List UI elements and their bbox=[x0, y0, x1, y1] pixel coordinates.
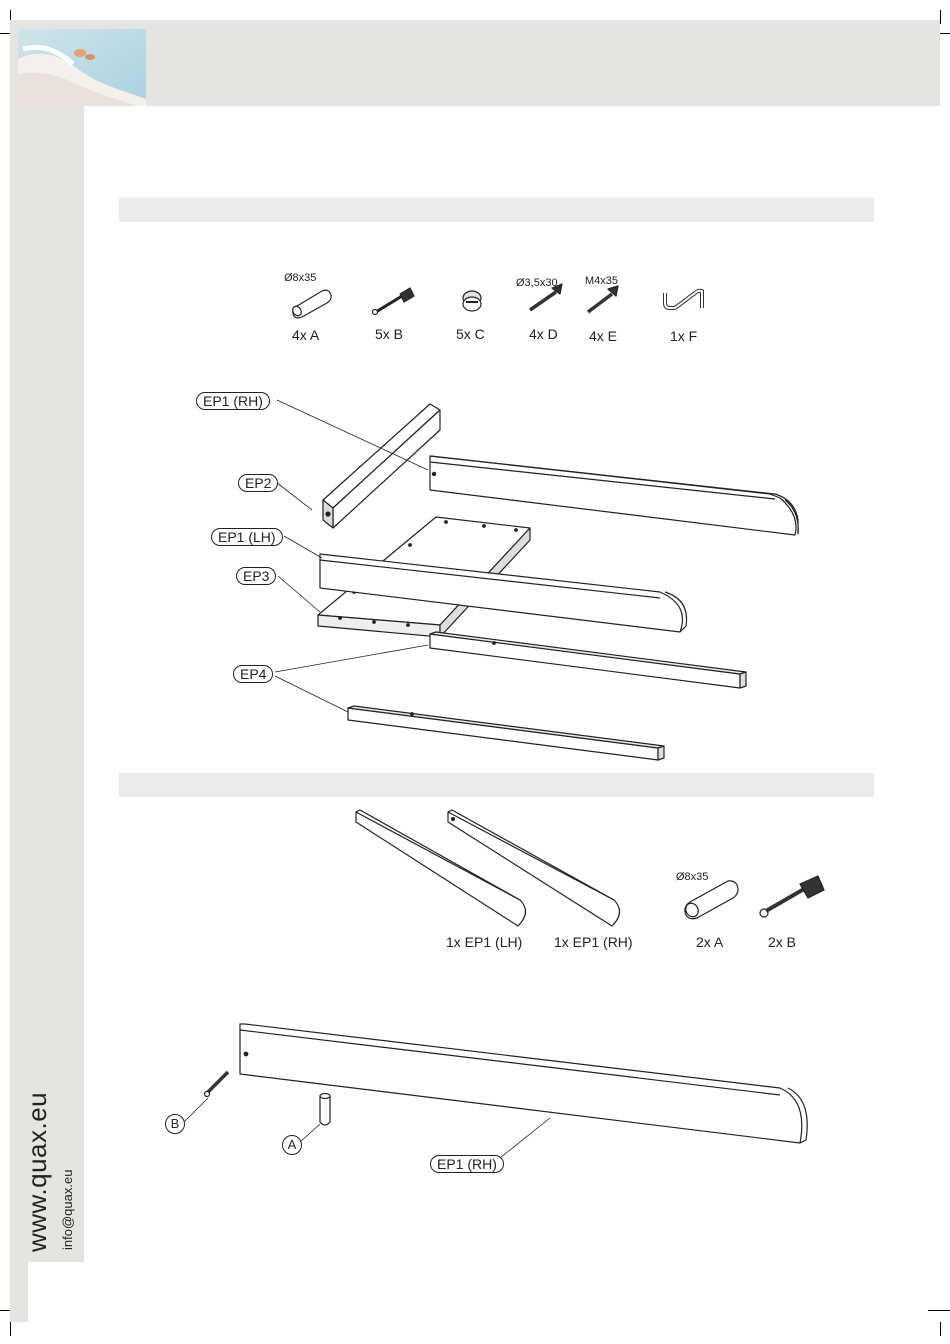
rail-ep4-lower bbox=[348, 706, 664, 760]
part-a-label: 4x A bbox=[292, 327, 319, 343]
step-part-ep1-rh-label: 1x EP1 (RH) bbox=[554, 934, 633, 950]
step-part-ep1-lh-label: 1x EP1 (LH) bbox=[446, 934, 522, 950]
callout-b: B bbox=[165, 1114, 185, 1134]
dowel-icon bbox=[683, 881, 738, 919]
board-ep2 bbox=[323, 404, 440, 528]
dowel-icon bbox=[291, 290, 331, 318]
callout-ep3: EP3 bbox=[236, 567, 276, 585]
part-c-label: 5x C bbox=[456, 326, 485, 342]
part-d-label: 4x D bbox=[529, 326, 558, 342]
cam-bolt-icon bbox=[373, 288, 415, 315]
callout-ep1-lh: EP1 (LH) bbox=[211, 528, 283, 546]
callout-ep2: EP2 bbox=[238, 474, 278, 492]
part-e-label: 4x E bbox=[589, 328, 617, 344]
leader-lines-step3 bbox=[184, 1098, 550, 1158]
part-a-dimension: Ø8x35 bbox=[284, 272, 316, 284]
board-ep1-lh-small bbox=[356, 810, 526, 926]
callout-a: A bbox=[282, 1135, 302, 1155]
callout-ep1-rh: EP1 (RH) bbox=[196, 392, 270, 410]
board-ep1-rh-small bbox=[448, 810, 620, 926]
cam-bolt-icon bbox=[760, 876, 824, 917]
part-b-label: 5x B bbox=[375, 326, 403, 342]
hex-key-icon bbox=[665, 291, 702, 308]
dowel-a-icon bbox=[320, 1094, 330, 1126]
part-d-dimension: Ø3,5x30 bbox=[516, 277, 558, 289]
step-part-a-label: 2x A bbox=[696, 934, 723, 950]
machine-screw-icon bbox=[588, 286, 618, 312]
part-e-dimension: M4x35 bbox=[585, 275, 618, 287]
step-part-b-label: 2x B bbox=[768, 934, 796, 950]
rail-ep4-upper bbox=[430, 632, 746, 688]
step-part-a-dimension: Ø8x35 bbox=[676, 871, 708, 883]
callout-ep1-rh-step: EP1 (RH) bbox=[430, 1155, 504, 1173]
callout-ep4: EP4 bbox=[233, 665, 273, 683]
part-f-label: 1x F bbox=[670, 328, 697, 344]
cam-bolt-b-icon bbox=[205, 1072, 229, 1097]
cam-lock-icon bbox=[463, 291, 481, 311]
